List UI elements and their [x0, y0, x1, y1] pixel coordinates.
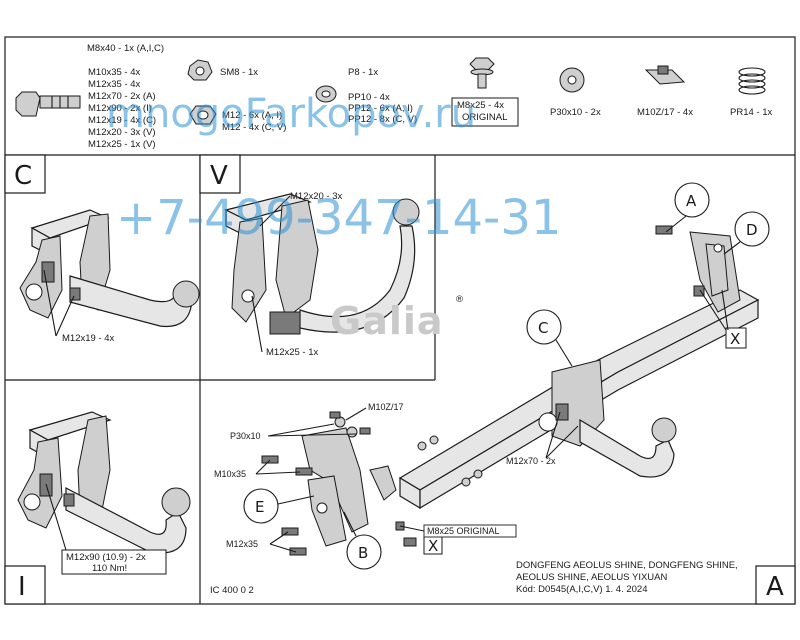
label-m8x25: M8x25 ORIGINAL — [427, 526, 500, 536]
part-label-washer-2: PP12 - 6x (A, I) — [348, 103, 413, 114]
washer-icon — [315, 85, 337, 103]
part-label-bolt-6: M12x20 - 3x (V) — [88, 127, 156, 138]
svg-text:B: B — [358, 544, 368, 562]
panel-v-letter-box — [199, 154, 241, 194]
part-label-washer-1: PP10 - 4x — [348, 92, 390, 103]
part-label-bolt-5: M12x19 - 4x (C) — [88, 115, 156, 126]
drawing-frame — [4, 36, 796, 605]
panel-i-label-box — [61, 549, 167, 575]
svg-text:D: D — [746, 221, 758, 239]
label-p30x10: P30x10 — [230, 431, 261, 441]
label-m10x35: M10x35 — [214, 469, 246, 479]
panel-i-bolt-label: M12x90 (10.9) - 2x — [66, 552, 146, 563]
svg-text:C: C — [538, 319, 548, 337]
vehicle-line-1: DONGFENG AEOLUS SHINE, DONGFENG SHINE, — [516, 560, 738, 571]
title-block: IC 400 0 2 DONGFENG AEOLUS SHINE, DONGFE… — [210, 560, 738, 596]
drawing-code: IC 400 0 2 — [210, 585, 254, 596]
flange-bolt-icon — [469, 57, 495, 89]
svg-text:Galia: Galia — [330, 299, 444, 343]
svg-text:E: E — [255, 498, 264, 516]
spacer-icon — [559, 67, 585, 93]
part-label-orig-2: ORIGINAL — [462, 112, 507, 123]
panel-i-letter-box — [4, 565, 46, 605]
panel-i: I M12x90 (10.9) - 2x 110 Nm! — [4, 411, 191, 605]
part-label-orig-1: M8x25 - 4x — [457, 100, 504, 111]
hex-bolt-icon — [15, 91, 81, 117]
callout-e: E — [243, 488, 315, 524]
original-bolt-box — [451, 97, 519, 127]
galia-logo: Galia ® — [330, 294, 463, 343]
cage-nut-icon — [644, 65, 686, 85]
callout-a: A — [665, 182, 710, 233]
part-label-pr14: PR14 - 1x — [730, 107, 772, 118]
label-m12x70: M12x70 - 2x — [506, 456, 556, 466]
part-label-m8x40: M8x40 - 1x (A,I,C) — [87, 43, 164, 54]
watermark-phone: +7-499-347-14-31 — [116, 190, 561, 246]
kod-line: Kód: D0545(A,I,C,V) 1. 4. 2024 — [516, 584, 648, 595]
part-label-bolt-2: M12x35 - 4x — [88, 79, 141, 90]
callout-b: B — [343, 511, 382, 570]
parts-list: M8x40 - 1x (A,I,C) M10x35 - 4x M12x35 - … — [15, 43, 772, 150]
panel-i-torque-label: 110 Nm! — [92, 563, 127, 574]
callout-x-bottom: X — [423, 535, 443, 555]
part-label-bolt-7: M12x25 - 1x (V) — [88, 139, 156, 150]
panel-v-letter: V — [210, 161, 228, 191]
svg-text:X: X — [428, 537, 438, 555]
panel-i-letter: I — [18, 572, 26, 602]
panel-c-letter-box — [4, 154, 46, 194]
panel-a: A D C E B X X — [214, 182, 796, 605]
part-label-bolt-4: M12x90 - 2x (I) — [88, 103, 152, 114]
spring-icon — [738, 67, 766, 95]
part-label-bolt-1: M10x35 - 4x — [88, 67, 141, 78]
label-m12x35: M12x35 — [226, 539, 258, 549]
watermark-site: mnogoFarkopov.ru — [106, 91, 476, 137]
part-label-bolt-3: M12x70 - 2x (A) — [88, 91, 156, 102]
label-m10z17: M10Z/17 — [368, 402, 404, 412]
watermark: mnogoFarkopov.ru +7-499-347-14-31 — [106, 91, 561, 246]
panel-c-letter: C — [14, 161, 32, 191]
panel-v-bolt-bottom-label: M12x25 - 1x — [266, 347, 319, 358]
lock-nut-icon — [187, 59, 213, 81]
panel-c: C M12x19 - 4x — [4, 154, 200, 344]
part-label-p8: P8 - 1x — [348, 67, 378, 78]
part-label-p30: P30x10 - 2x — [550, 107, 601, 118]
callout-x-right: X — [699, 289, 747, 349]
panel-v-bolt-top-label: M12x20 - 3x — [290, 191, 343, 202]
panel-a-letter: A — [766, 572, 784, 602]
panel-c-bolt-label: M12x19 - 4x — [62, 333, 115, 344]
part-label-nut-2: M12 - 4x (C, V) — [222, 122, 286, 133]
svg-text:A: A — [686, 192, 697, 210]
panel-a-letter-box — [755, 565, 796, 605]
callout-d: D — [723, 211, 770, 255]
callout-c: C — [526, 309, 573, 367]
part-label-washer-3: PP12 - 8x (C, V) — [348, 114, 417, 125]
svg-text:®: ® — [456, 294, 463, 305]
part-label-nut-1: M12 - 6x (A, I) — [222, 110, 282, 121]
panel-v: V M12x20 - 3x M12x25 - 1x — [199, 154, 420, 358]
part-label-sm8: SM8 - 1x — [220, 67, 258, 78]
hex-nut-icon — [189, 105, 217, 125]
vehicle-line-2: AEOLUS SHINE, AEOLUS YIXUAN — [516, 572, 667, 583]
svg-text:X: X — [730, 330, 740, 348]
part-label-m10z: M10Z/17 - 4x — [637, 107, 693, 118]
